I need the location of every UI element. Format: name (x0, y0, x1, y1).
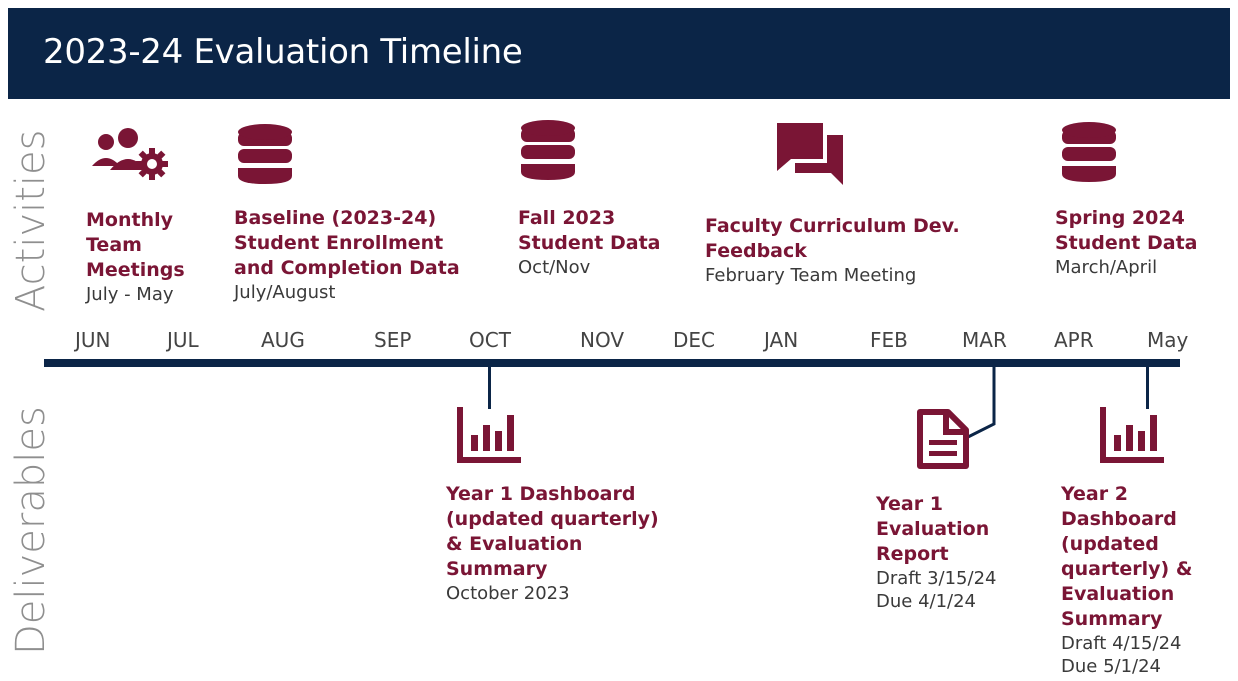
activity-title-line: Meetings (86, 259, 185, 281)
activity-title-line: Team (86, 234, 142, 256)
month-label: JUN (75, 328, 111, 352)
activity-title-line: Student Data (1055, 232, 1198, 254)
deliverable-subtitle: Due 5/1/24 (1061, 656, 1162, 677)
team-settings-icon (92, 128, 168, 180)
activity-title-line: Faculty Curriculum Dev. (705, 215, 960, 237)
deliverable-title-line: Report (876, 543, 949, 565)
activity-title-line: Fall 2023 (518, 207, 616, 229)
activity-subtitle: Oct/Nov (518, 257, 591, 278)
deliverable-title-line: Summary (446, 558, 548, 580)
deliverable-title-line: Evaluation (1061, 583, 1175, 605)
activity-subtitle: February Team Meeting (705, 265, 917, 286)
deliverable-subtitle: Draft 4/15/24 (1061, 633, 1182, 654)
activity-subtitle: March/April (1055, 257, 1158, 278)
deliverable-subtitle: Draft 3/15/24 (876, 568, 997, 589)
month-label: JUL (167, 328, 199, 352)
bar-chart-icon (457, 407, 521, 463)
activities-side-label: Activities (8, 129, 54, 312)
month-label: OCT (469, 328, 511, 352)
activity-fall-data: Fall 2023 Student Data Oct/Nov (518, 206, 688, 279)
deliverable-title-line: (updated (1061, 533, 1159, 555)
activity-title-line: Student Enrollment (234, 232, 444, 254)
deliverable-title-line: Dashboard (1061, 508, 1177, 530)
timeline-axis (44, 359, 1180, 367)
month-label: APR (1054, 328, 1094, 352)
deliverable-title-line: Year 1 (876, 493, 943, 515)
month-label: FEB (870, 328, 908, 352)
title-banner: 2023-24 Evaluation Timeline (8, 8, 1230, 99)
connector-line (1146, 367, 1149, 409)
month-label: NOV (580, 328, 625, 352)
activity-subtitle: July - May (86, 284, 174, 305)
deliverable-subtitle: October 2023 (446, 583, 570, 604)
deliverable-title-line: Year 2 (1061, 483, 1128, 505)
activity-subtitle: July/August (234, 282, 336, 303)
chat-icon (777, 123, 843, 185)
month-label: AUG (261, 328, 305, 352)
activity-title-line: Feedback (705, 240, 807, 262)
deliverable-title-line: & Evaluation (446, 533, 583, 555)
page-title: 2023-24 Evaluation Timeline (43, 32, 523, 72)
connector-line (488, 367, 491, 409)
database-icon (521, 120, 575, 180)
activity-title-line: Monthly (86, 209, 173, 231)
database-icon (1062, 122, 1116, 182)
activity-title-line: Student Data (518, 232, 661, 254)
activity-monthly-meetings: Monthly Team Meetings July - May (86, 208, 216, 306)
deliverable-title-line: Evaluation (876, 518, 990, 540)
bar-chart-icon (1100, 407, 1164, 463)
deliverable-year1-report: Year 1 Evaluation Report Draft 3/15/24 D… (876, 492, 1006, 613)
month-label: MAR (962, 328, 1007, 352)
deliverable-title-line: quarterly) & (1061, 558, 1193, 580)
activity-title-line: and Completion Data (234, 257, 460, 279)
deliverable-title-line: Summary (1061, 608, 1163, 630)
deliverables-side-label: Deliverables (8, 406, 54, 655)
deliverable-year1-dashboard: Year 1 Dashboard (updated quarterly) & E… (446, 482, 686, 605)
activity-title-line: Spring 2024 (1055, 207, 1185, 229)
activity-title-line: Baseline (2023-24) (234, 207, 437, 229)
activity-spring-data: Spring 2024 Student Data March/April (1055, 206, 1225, 279)
activity-faculty-feedback: Faculty Curriculum Dev. Feedback Februar… (705, 214, 1005, 287)
deliverable-year2-dashboard: Year 2 Dashboard (updated quarterly) & E… (1061, 482, 1231, 678)
deliverable-title-line: (updated quarterly) (446, 508, 659, 530)
document-icon (917, 409, 969, 469)
month-label: JAN (764, 328, 799, 352)
month-label: May (1147, 328, 1189, 352)
month-label: SEP (374, 328, 412, 352)
deliverable-title-line: Year 1 Dashboard (446, 483, 636, 505)
month-label: DEC (673, 328, 716, 352)
connector-line (965, 366, 996, 440)
deliverable-subtitle: Due 4/1/24 (876, 591, 977, 612)
activity-baseline-data: Baseline (2023-24) Student Enrollment an… (234, 206, 494, 304)
database-icon (238, 124, 292, 184)
